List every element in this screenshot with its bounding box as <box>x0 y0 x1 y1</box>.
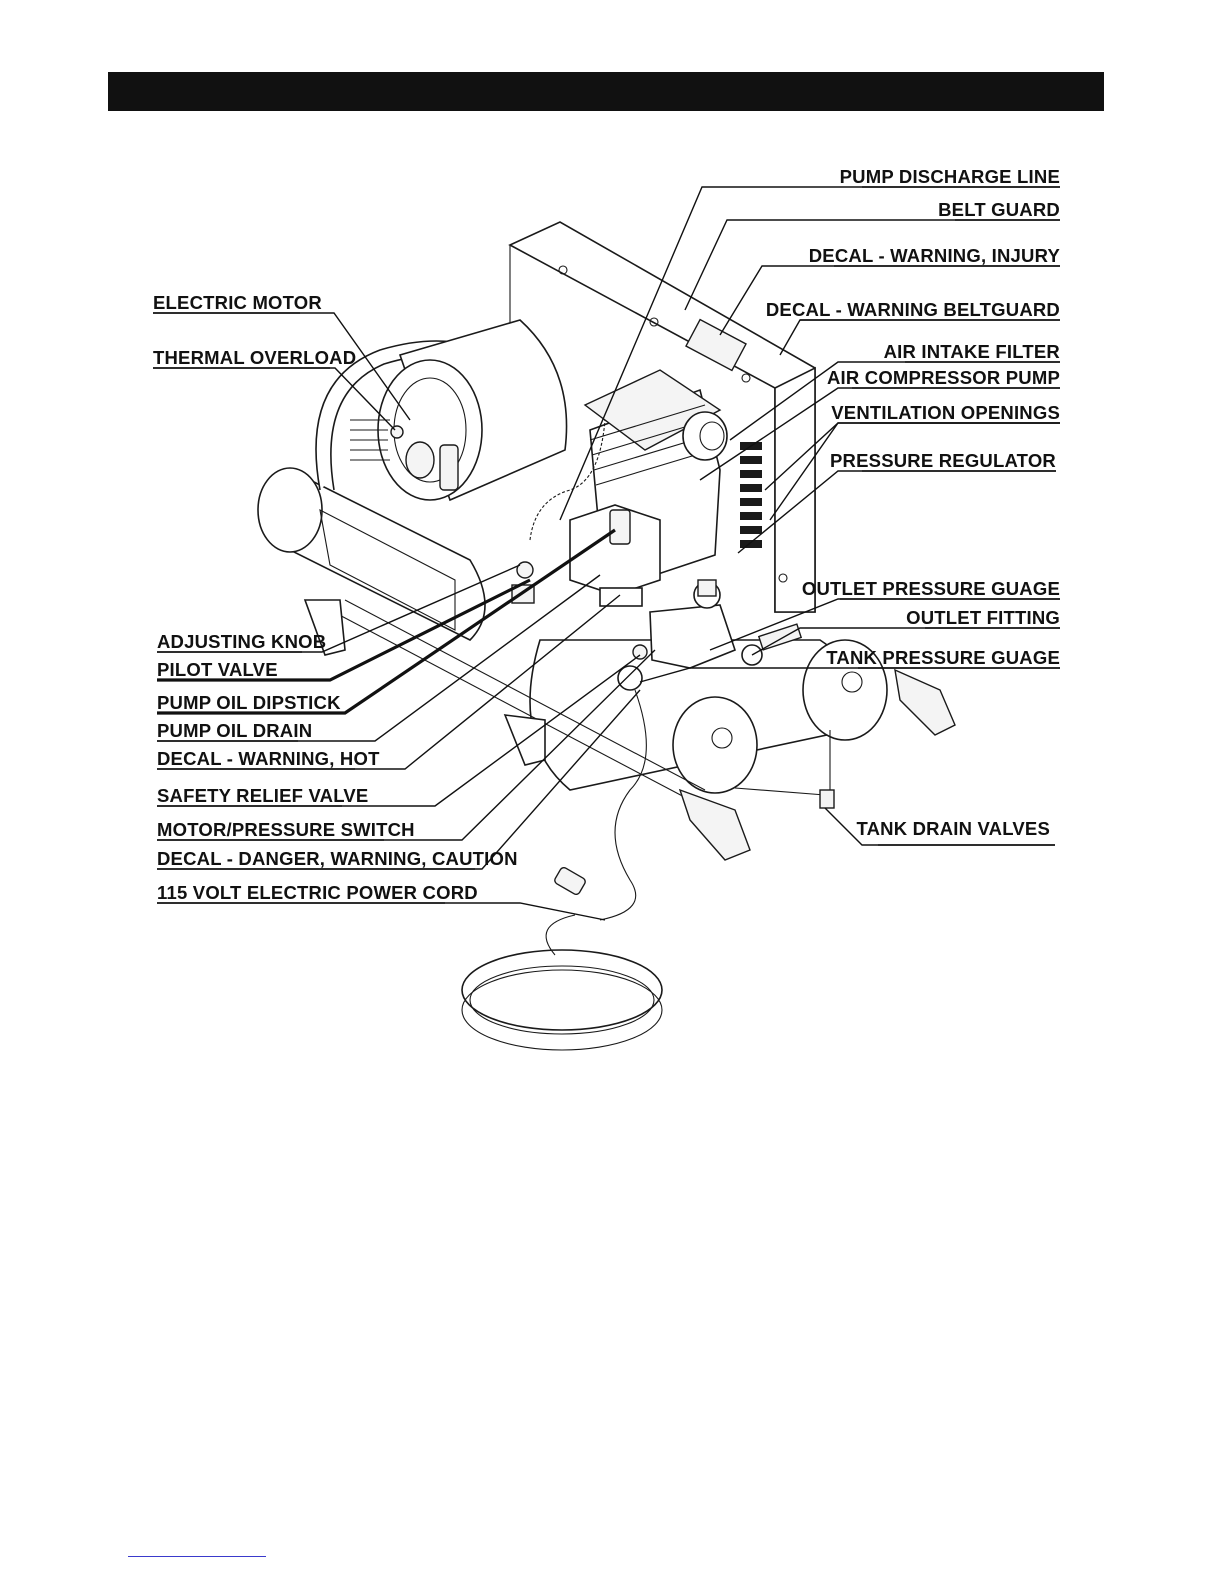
front-tank-drawing <box>529 639 888 794</box>
label-decal-warning-beltguard: DECAL - WARNING BELTGUARD <box>766 299 1060 320</box>
discharge-line-drawing <box>529 419 606 541</box>
label-electric-motor: ELECTRIC MOTOR <box>153 292 322 313</box>
electric-motor-drawing <box>350 319 568 502</box>
label-outlet-pressure-guage: OUTLET PRESSURE GUAGE <box>802 578 1060 599</box>
label-thermal-overload: THERMAL OVERLOAD <box>153 347 356 368</box>
footer-rule <box>128 1556 266 1557</box>
manifold-drawing <box>511 561 803 691</box>
label-decal-danger-warning-caution: DECAL - DANGER, WARNING, CAUTION <box>157 848 518 869</box>
section-header-bar <box>108 72 1104 111</box>
label-belt-guard: BELT GUARD <box>938 199 1060 220</box>
label-pilot-valve: PILOT VALVE <box>157 659 278 680</box>
label-ventilation-openings: VENTILATION OPENINGS <box>831 402 1060 423</box>
label-underlines <box>153 186 1060 904</box>
callout-labels: PUMP DISCHARGE LINE BELT GUARD DECAL - W… <box>153 166 1060 903</box>
label-safety-relief-valve: SAFETY RELIEF VALVE <box>157 785 368 806</box>
label-power-cord: 115 VOLT ELECTRIC POWER CORD <box>157 882 478 903</box>
label-pump-discharge-line: PUMP DISCHARGE LINE <box>840 166 1060 187</box>
compressor-illustration <box>257 221 956 1051</box>
label-pump-oil-dipstick: PUMP OIL DIPSTICK <box>157 692 341 713</box>
label-outlet-fitting: OUTLET FITTING <box>906 607 1060 628</box>
power-cord-drawing <box>461 689 663 1051</box>
label-tank-drain-valves: TANK DRAIN VALVES <box>856 818 1050 839</box>
ventilation-slots <box>740 442 762 548</box>
label-pump-oil-drain: PUMP OIL DRAIN <box>157 720 312 741</box>
label-decal-warning-hot: DECAL - WARNING, HOT <box>157 748 380 769</box>
label-air-compressor-pump: AIR COMPRESSOR PUMP <box>827 367 1060 388</box>
label-pressure-regulator: PRESSURE REGULATOR <box>830 450 1056 471</box>
label-adjusting-knob: ADJUSTING KNOB <box>157 631 326 652</box>
label-air-intake-filter: AIR INTAKE FILTER <box>884 341 1060 362</box>
compressor-pump-drawing <box>569 369 728 596</box>
label-tank-pressure-guage: TANK PRESSURE GUAGE <box>826 647 1060 668</box>
label-motor-pressure-switch: MOTOR/PRESSURE SWITCH <box>157 819 415 840</box>
label-decal-warning-injury: DECAL - WARNING, INJURY <box>809 245 1061 266</box>
belt-guard-drawing <box>508 221 816 613</box>
